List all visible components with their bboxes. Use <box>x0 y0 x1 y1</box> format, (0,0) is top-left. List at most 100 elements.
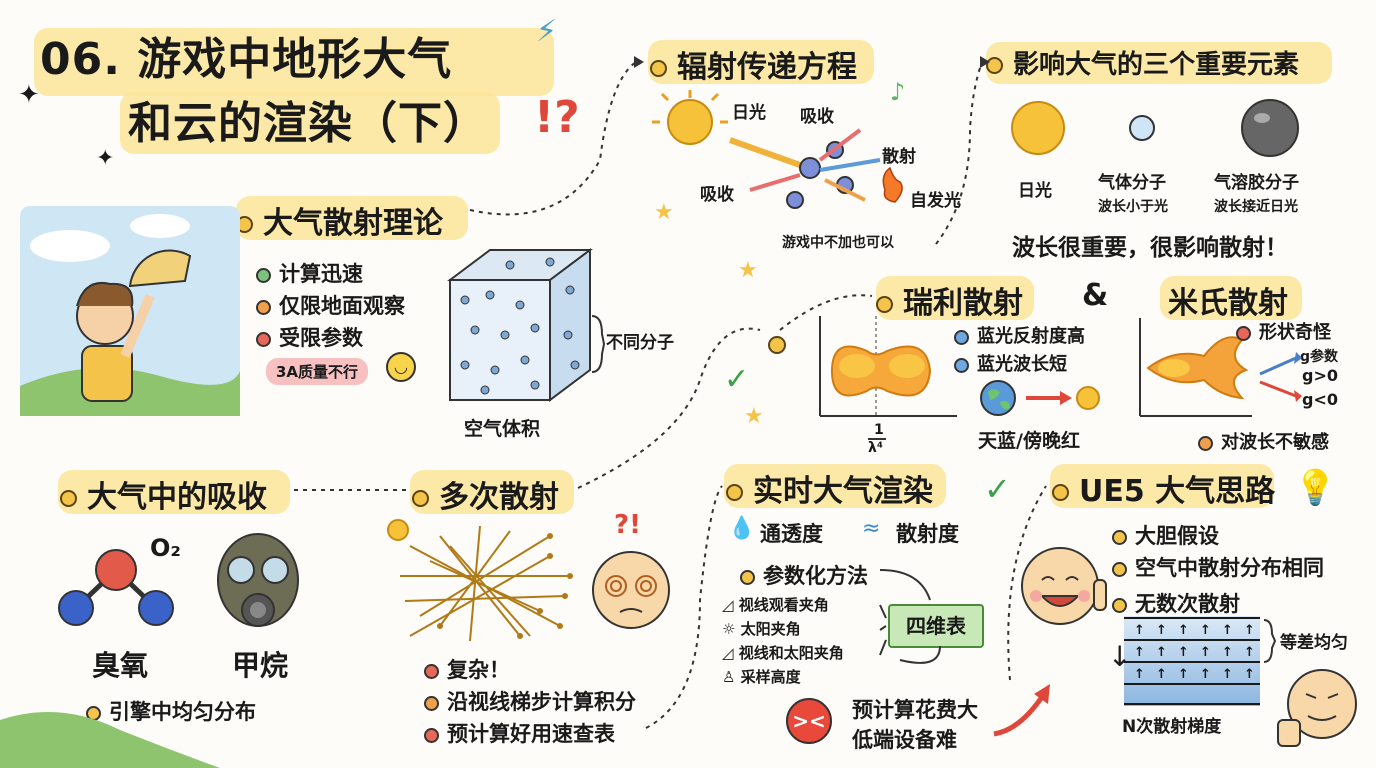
wind-icon: ≈ <box>862 516 881 541</box>
check-icon: ✓ <box>724 362 750 397</box>
hill-decoration <box>0 712 220 768</box>
rte-scatter: 散射 <box>882 147 916 167</box>
svg-text:↑: ↑ <box>1244 623 1255 638</box>
rt-param: 参数化方法 <box>740 560 868 590</box>
brace <box>591 315 606 373</box>
thumbs-face-icon <box>1277 669 1357 747</box>
rte-absorb-top: 吸收 <box>800 107 834 127</box>
svg-text:↑: ↑ <box>1244 645 1255 660</box>
svg-text:↑: ↑ <box>1200 623 1211 638</box>
ue5-item-2: 空气中散射分布相同 <box>1112 552 1324 582</box>
multi-item-3: 预计算好用速查表 <box>424 718 615 748</box>
scatter-item-2: 仅限地面观察 <box>256 290 405 320</box>
rt-scattering: 散射度 <box>896 522 959 546</box>
bulb-icon: 💡 <box>1294 468 1337 508</box>
mie-g: g参数 <box>1300 349 1339 365</box>
rte-sunlight: 日光 <box>732 103 766 123</box>
axis-numerator: 1 <box>874 422 884 438</box>
svg-text:↑: ↑ <box>1134 645 1145 660</box>
svg-text:↑: ↑ <box>1156 645 1167 660</box>
elements-icons <box>1011 99 1299 157</box>
scatter-theory-heading: 大气散射理论 <box>263 206 443 241</box>
rt-param-1: ◿ 视线观看夹角 <box>722 596 829 614</box>
section-absorption: 大气中的吸收 <box>60 472 267 516</box>
ue5-item-1: 大胆假设 <box>1112 520 1219 550</box>
rte-emit: 自发光 <box>910 191 961 211</box>
svg-text:↑: ↑ <box>1178 623 1189 638</box>
mie-g-pos: g>0 <box>1302 366 1338 385</box>
multi-mark: ?! <box>614 510 641 540</box>
svg-text:↑: ↑ <box>1244 667 1255 682</box>
scatter-item-1: 计算迅速 <box>256 258 363 288</box>
multi-scatter-arrows <box>387 519 573 642</box>
axis-denominator: λ⁴ <box>868 440 883 456</box>
elements-aerosol-note: 波长接近日光 <box>1214 199 1298 215</box>
music-icon: ♪ <box>890 78 906 106</box>
rt-cost-2: 低端设备难 <box>852 728 957 752</box>
happy-face-icon <box>1021 547 1107 625</box>
scatter-item-3: 受限参数 <box>256 322 363 352</box>
ue5-item-3: 无数次散射 <box>1112 588 1240 618</box>
elements-summary: 波长很重要，很影响散射！ <box>1012 235 1288 261</box>
section-rayleigh: 瑞利散射 <box>876 278 1023 322</box>
svg-text:↑: ↑ <box>1134 667 1145 682</box>
page-title-line2: 和云的渲染（下） <box>128 98 488 149</box>
gradient-brace <box>1263 619 1277 663</box>
kid-illustration <box>20 206 240 416</box>
droplet-icon: 💧 <box>728 516 756 541</box>
cube-label: 空气体积 <box>464 418 541 440</box>
methane-label: 甲烷 <box>232 649 289 682</box>
svg-text:↑: ↑ <box>1222 667 1233 682</box>
rt-cost-1: 预计算花费大 <box>852 698 978 722</box>
mie-shape: 形状奇怪 <box>1236 318 1331 344</box>
star-icon: ★ <box>744 404 764 429</box>
section-realtime: 实时大气渲染 <box>726 466 933 510</box>
o2-label: O₂ <box>150 534 181 562</box>
rayleigh-note-2: 蓝光波长短 <box>954 350 1067 376</box>
multi-item-2: 沿视线梯步计算积分 <box>424 686 636 716</box>
burst-icon: ⚡ <box>536 14 558 49</box>
multi-item-1: 复杂！ <box>424 654 510 684</box>
molecules-label: 不同分子 <box>606 333 674 353</box>
gradient-arrow: ↓ <box>1108 640 1132 673</box>
star-icon: ★ <box>654 200 674 225</box>
svg-text:↑: ↑ <box>1134 623 1145 638</box>
page-title-line1: 06. 游戏中地形大气 <box>40 34 453 85</box>
sparkle-icon: ✦ <box>96 146 115 171</box>
elements-aerosol: 气溶胶分子 <box>1214 173 1299 193</box>
section-rte: 辐射传递方程 <box>650 42 857 86</box>
air-volume-cube <box>447 248 593 402</box>
ozone-label: 臭氧 <box>92 649 149 682</box>
elements-sun: 日光 <box>1018 181 1052 201</box>
rte-diagram <box>652 90 903 209</box>
sparkle-icon: ✦ <box>18 80 40 110</box>
svg-text:↑: ↑ <box>1222 623 1233 638</box>
rt-param-3: ◿ 视线和太阳夹角 <box>722 644 844 662</box>
quality-badge: 3A质量不行 <box>266 358 369 385</box>
check-icon: ✓ <box>984 470 1011 508</box>
rte-note: 游戏中不加也可以 <box>782 235 894 251</box>
node-dot <box>768 336 786 354</box>
mie-arrows <box>1259 352 1302 402</box>
section-ue5: UE5 大气思路 <box>1052 466 1275 510</box>
rt-param-4: ♙ 采样高度 <box>722 668 801 686</box>
smile-icon: ◡ <box>386 352 416 382</box>
earth-sun-icon <box>980 380 1100 416</box>
param-arrows <box>879 569 941 664</box>
amp-label: & <box>1082 278 1109 313</box>
section-elements: 影响大气的三个重要元素 <box>986 44 1299 81</box>
elements-gas-note: 波长小于光 <box>1098 199 1168 215</box>
absorption-note: 引擎中均匀分布 <box>86 696 256 726</box>
section-scatter-theory: 大气散射理论 <box>236 198 443 242</box>
section-multi: 多次散射 <box>412 472 559 516</box>
red-arrow <box>993 684 1050 737</box>
svg-text:↑: ↑ <box>1200 667 1211 682</box>
rayleigh-note-1: 蓝光反射度高 <box>954 322 1085 348</box>
dizzy-face-icon <box>592 551 670 629</box>
ue5-gradient: N次散射梯度 <box>1122 717 1222 737</box>
star-icon: ★ <box>738 258 758 283</box>
ue5-even: 等差均匀 <box>1280 633 1348 653</box>
four-d-table: 四维表 <box>888 604 984 648</box>
mie-g-neg: g<0 <box>1302 390 1338 409</box>
